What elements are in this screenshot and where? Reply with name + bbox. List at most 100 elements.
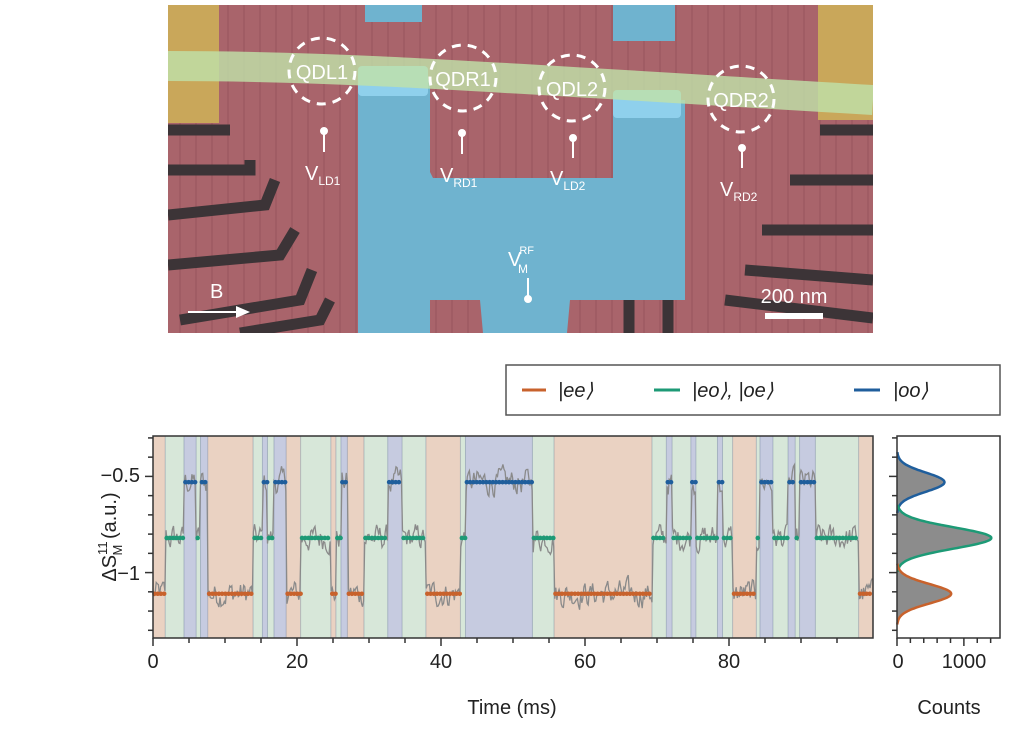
y-tick-label: −1	[117, 563, 140, 585]
state-band-oo	[262, 436, 268, 638]
state-point-ee	[864, 591, 869, 597]
state-point-ee	[219, 591, 225, 597]
state-point-eo	[704, 535, 710, 541]
state-point-eo	[372, 535, 378, 541]
state-point-oo	[716, 479, 722, 485]
state-point-oo	[811, 479, 817, 485]
state-point-eo	[551, 535, 556, 541]
state-point-ee	[213, 591, 218, 597]
state-point-eo	[420, 535, 426, 541]
state-point-ee	[206, 591, 212, 597]
state-point-ee	[741, 591, 747, 597]
state-point-eo	[671, 535, 676, 541]
state-point-eo	[266, 535, 272, 541]
state-point-ee	[447, 591, 453, 597]
state-point-oo	[279, 479, 285, 485]
state-point-eo	[252, 535, 257, 541]
state-point-ee	[747, 591, 753, 597]
state-point-ee	[454, 591, 459, 597]
state-point-ee	[158, 591, 164, 597]
state-point-eo	[701, 535, 707, 541]
state-point-eo	[410, 535, 416, 541]
state-point-ee	[329, 591, 335, 597]
state-point-ee	[601, 591, 607, 597]
x-axis-label: Time (ms)	[467, 697, 556, 719]
state-band-oo	[465, 436, 533, 638]
state-point-ee	[161, 591, 167, 597]
state-point-ee	[738, 591, 743, 597]
state-band-ee	[153, 436, 166, 638]
state-point-oo	[264, 479, 270, 485]
state-point-eo	[167, 535, 173, 541]
state-point-eo	[363, 535, 368, 541]
state-point-oo	[759, 479, 764, 485]
state-point-eo	[414, 535, 419, 541]
state-point-ee	[437, 591, 443, 597]
state-point-eo	[687, 535, 693, 541]
state-point-eo	[338, 535, 343, 541]
state-point-ee	[605, 591, 610, 597]
state-point-ee	[634, 591, 639, 597]
state-point-oo	[480, 479, 486, 485]
state-point-oo	[186, 479, 191, 485]
state-band-oo	[340, 436, 348, 638]
state-point-oo	[471, 479, 476, 485]
state-point-ee	[744, 591, 750, 597]
state-point-ee	[640, 591, 646, 597]
state-point-eo	[781, 535, 787, 541]
state-point-ee	[857, 591, 863, 597]
state-point-ee	[242, 591, 248, 597]
state-point-eo	[366, 535, 371, 541]
state-point-ee	[291, 591, 297, 597]
state-point-oo	[506, 479, 512, 485]
state-point-oo	[762, 479, 767, 485]
state-point-oo	[396, 479, 402, 485]
state-point-eo	[772, 535, 777, 541]
hist-x-tick-label: 0	[892, 651, 903, 673]
state-point-eo	[724, 535, 730, 541]
state-band-oo	[788, 436, 796, 638]
state-point-ee	[621, 591, 626, 597]
state-point-ee	[562, 591, 568, 597]
state-point-ee	[572, 591, 578, 597]
state-point-oo	[343, 479, 348, 485]
state-point-oo	[261, 479, 267, 485]
state-point-oo	[768, 479, 774, 485]
state-point-eo	[814, 535, 820, 541]
state-point-ee	[346, 591, 352, 597]
state-band-oo	[273, 436, 287, 638]
state-point-oo	[529, 479, 535, 485]
dot-label-qdr1: QDR1	[435, 69, 491, 91]
state-band-ee	[425, 436, 461, 638]
x-tick-label: 60	[574, 651, 596, 673]
state-point-oo	[693, 479, 698, 485]
state-point-ee	[450, 591, 456, 597]
state-point-oo	[189, 479, 195, 485]
state-point-oo	[787, 479, 792, 485]
state-point-eo	[775, 535, 780, 541]
state-point-eo	[654, 535, 659, 541]
state-point-eo	[698, 535, 703, 541]
state-point-ee	[236, 591, 241, 597]
state-band-oo	[200, 436, 208, 638]
state-band-ee	[554, 436, 652, 638]
state-point-ee	[598, 591, 604, 597]
state-point-eo	[404, 535, 410, 541]
state-point-oo	[474, 479, 479, 485]
gate-label-ld2: VLD2	[550, 168, 586, 193]
state-point-eo	[728, 535, 733, 541]
state-point-ee	[734, 591, 740, 597]
dot-label-qdl1: QDL1	[296, 62, 348, 84]
state-point-oo	[503, 479, 509, 485]
state-point-ee	[232, 591, 238, 597]
state-point-eo	[299, 535, 305, 541]
state-point-ee	[356, 591, 361, 597]
state-point-eo	[325, 535, 331, 541]
state-band-oo	[183, 436, 197, 638]
gate-label-rd2: VRD2	[720, 179, 758, 204]
state-point-oo	[801, 479, 807, 485]
x-tick-label: 20	[286, 651, 308, 673]
state-point-eo	[269, 535, 275, 541]
